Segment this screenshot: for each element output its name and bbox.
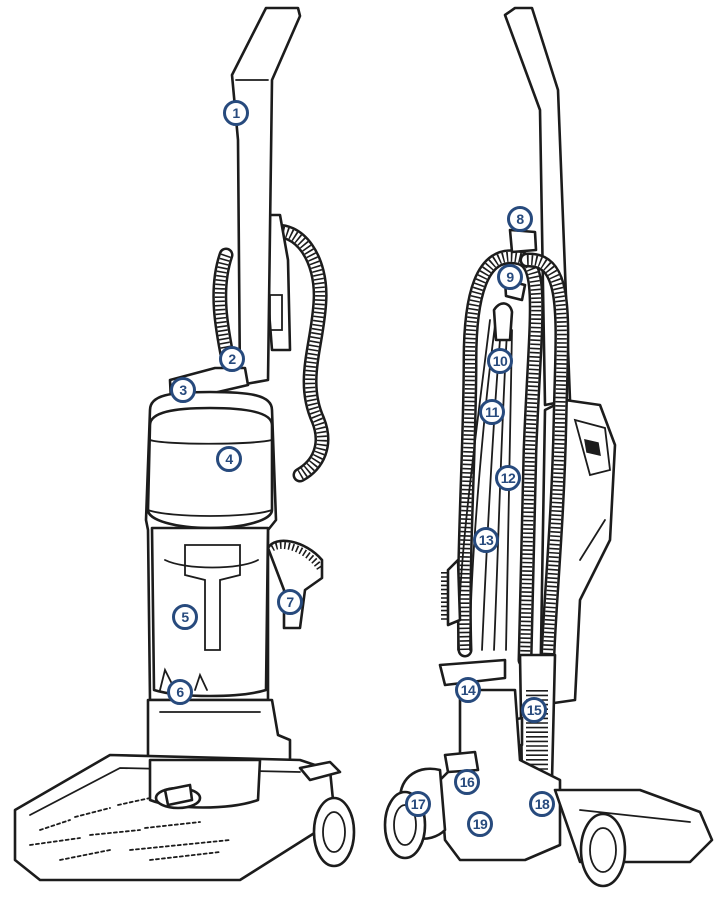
callout-13: 13: [473, 527, 499, 553]
front-cyclone-top: [146, 406, 274, 530]
rear-cord-hook: [492, 302, 514, 342]
rear-view: [383, 6, 714, 888]
callout-16: 16: [454, 769, 480, 795]
callout-6: 6: [167, 679, 193, 705]
callout-17: 17: [405, 791, 431, 817]
front-hose: [212, 223, 330, 483]
callout-10: 10: [487, 348, 513, 374]
front-dirt-cup: [150, 526, 270, 698]
front-handle: [230, 6, 302, 387]
callout-15: 15: [521, 697, 547, 723]
rear-lower-cord-wrap: [438, 658, 507, 687]
callout-2: 2: [219, 346, 245, 372]
front-view: [13, 6, 356, 882]
rear-upper-hook: [508, 228, 538, 254]
callout-4: 4: [216, 446, 242, 472]
callout-9: 9: [497, 264, 523, 290]
callout-11: 11: [479, 399, 505, 425]
rear-right-wheel: [579, 812, 627, 888]
callout-19: 19: [467, 811, 493, 837]
callout-12: 12: [495, 465, 521, 491]
front-brush-tool: [266, 539, 324, 630]
callout-8: 8: [507, 206, 533, 232]
callout-14: 14: [455, 677, 481, 703]
callout-3: 3: [170, 377, 196, 403]
front-wheel: [312, 796, 356, 868]
rear-nozzle: [553, 788, 714, 864]
callout-5: 5: [172, 604, 198, 630]
callout-1: 1: [223, 100, 249, 126]
callout-7: 7: [277, 589, 303, 615]
callout-18: 18: [529, 791, 555, 817]
